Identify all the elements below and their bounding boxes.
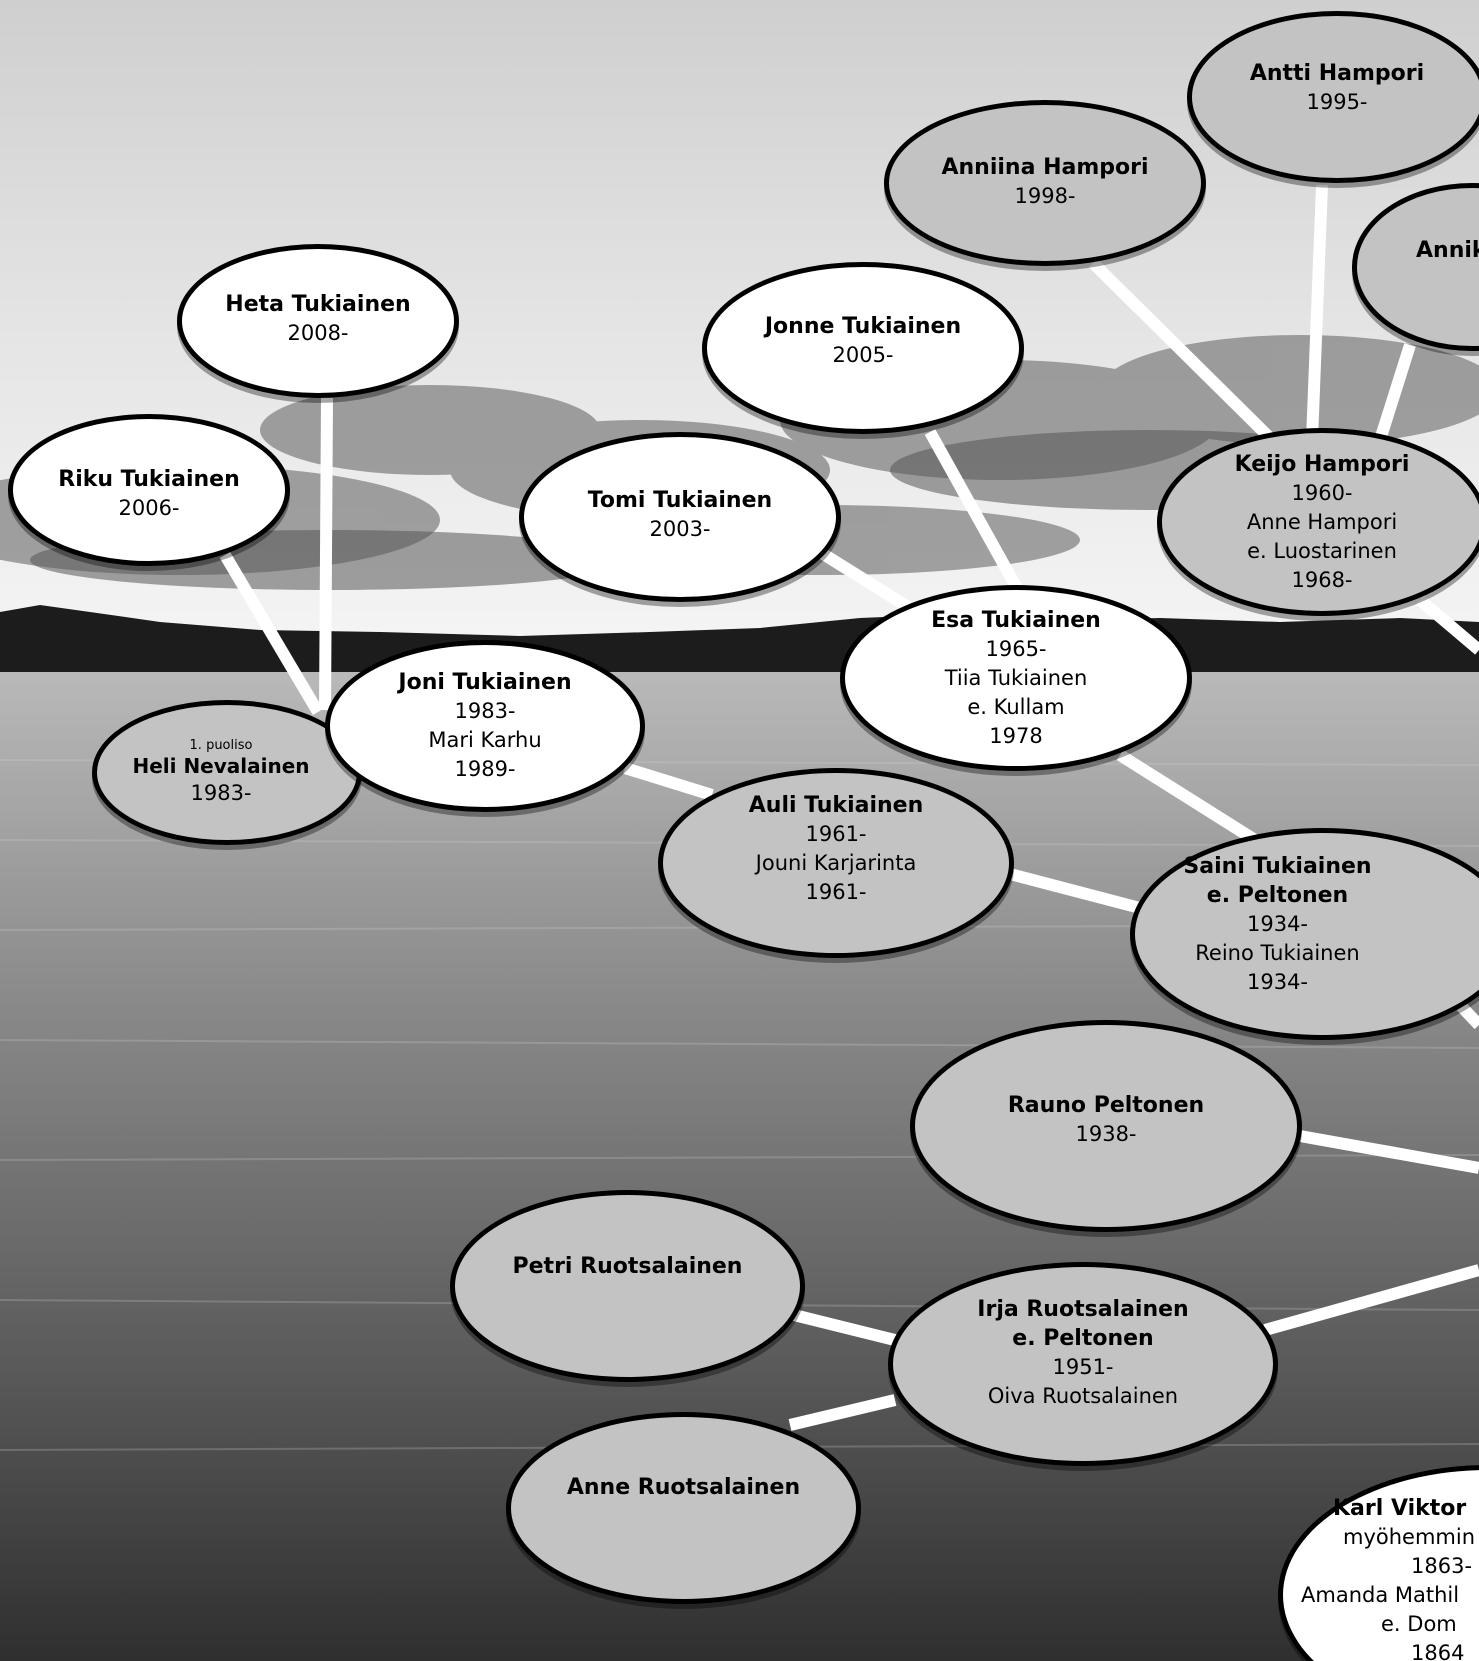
connector-lines [219, 184, 1479, 1431]
connector [1416, 595, 1479, 655]
birth-year: 1951- [1052, 1355, 1114, 1379]
person-node-esa-tukiainen[interactable]: Esa Tukiainen 1965- Tiia Tukiainen e. Ku… [840, 585, 1192, 771]
person-node-rauno-peltonen[interactable]: Rauno Peltonen 1938- [910, 1020, 1302, 1232]
spouse-maiden-name: e. Luostarinen [1247, 538, 1397, 563]
person-name: Keijo Hampori [1234, 451, 1410, 477]
person-name: Petri Ruotsalainen [512, 1254, 743, 1279]
birth-year: 1995- [1306, 90, 1368, 114]
spouse-order-note: 1. puoliso [189, 737, 253, 753]
person-name: Irja Ruotsalainen [977, 1297, 1189, 1322]
birth-year: 1998- [1014, 184, 1076, 208]
connector [319, 397, 333, 711]
birth-year: 1965- [985, 636, 1047, 661]
birth-year: 1983- [190, 780, 252, 805]
spouse-birth-year: 1989- [454, 757, 516, 781]
person-name: Joni Tukiainen [398, 670, 572, 695]
birth-year: 1960- [1291, 480, 1353, 505]
person-name: Tomi Tukiainen [587, 488, 773, 513]
spouse-name: Tiia Tukiainen [944, 665, 1088, 690]
person-node-keijo-hampori[interactable]: Keijo Hampori 1960- Anne Hampori e. Luos… [1157, 428, 1479, 616]
person-node-irja-ruotsalainen[interactable]: Irja Ruotsalainen e. Peltonen 1951- Oiva… [888, 1262, 1278, 1466]
spouse-maiden-name: e. Kullam [967, 694, 1065, 719]
maiden-name: e. Peltonen [1206, 882, 1349, 908]
person-node-antti-hampori[interactable]: Antti Hampori 1995- [1187, 11, 1479, 183]
connector [1263, 1264, 1479, 1336]
person-node-auli-tukiainen[interactable]: Auli Tukiainen 1961- Jouni Karjarinta 19… [658, 768, 1014, 958]
person-name: Esa Tukiainen [931, 607, 1101, 633]
person-node-anne-ruotsalainen[interactable]: Anne Ruotsalainen [506, 1412, 861, 1604]
name-note: myöhemmin [1343, 1525, 1476, 1549]
person-name: Karl Viktor [1333, 1496, 1467, 1521]
person-node-tomi-tukiainen[interactable]: Tomi Tukiainen 2003- [519, 432, 841, 602]
person-node-heta-tukiainen[interactable]: Heta Tukiainen 2008- [177, 244, 459, 398]
person-name: Anne Ruotsalainen [566, 1475, 801, 1500]
person-name: Jonne Tukiainen [764, 314, 962, 339]
spouse-maiden-name: e. Dom [1381, 1612, 1457, 1636]
person-node-anniina-hampori[interactable]: Anniina Hampori 1998- [884, 100, 1206, 266]
spouse-birth-year: 1968- [1291, 567, 1353, 592]
person-name: Auli Tukiainen [748, 793, 924, 818]
connector [816, 546, 912, 613]
connector [219, 551, 324, 716]
birth-year: 1863- [1411, 1554, 1473, 1578]
birth-year: 1938- [1075, 1122, 1137, 1146]
person-node-saini-tukiainen[interactable]: Saini Tukiainen e. Peltonen 1934- Reino … [1130, 828, 1479, 1040]
spouse-birth-year: 1961- [805, 880, 867, 904]
birth-year: 1934- [1246, 911, 1309, 936]
spouse-birth-year: 1978 [989, 723, 1043, 748]
person-name: Saini Tukiainen [1183, 853, 1372, 879]
person-node-riku-tukiainen[interactable]: Riku Tukiainen 2006- [8, 414, 290, 566]
spouse-name: Reino Tukiainen [1195, 940, 1360, 965]
maiden-name: e. Peltonen [1012, 1326, 1154, 1351]
connector [1374, 343, 1416, 442]
person-name: Annik [1416, 238, 1479, 263]
birth-year: 2006- [118, 496, 180, 520]
person-name: Heli Nevalainen [132, 753, 310, 778]
person-node-jonne-tukiainen[interactable]: Jonne Tukiainen 2005- [702, 262, 1024, 434]
connector [623, 762, 714, 801]
connector [1008, 868, 1142, 914]
birth-year: 2003- [649, 517, 711, 541]
connector [788, 1308, 897, 1346]
spouse-birth-year: 1864 [1411, 1641, 1465, 1661]
person-name: Riku Tukiainen [58, 467, 240, 492]
birth-year: 1961- [805, 822, 867, 846]
person-node-heli-nevalainen[interactable]: 1. puoliso Heli Nevalainen 1983- [92, 700, 362, 845]
spouse-name: Oiva Ruotsalainen [987, 1384, 1179, 1408]
person-node-joni-tukiainen[interactable]: Joni Tukiainen 1983- Mari Karhu 1989- [325, 640, 645, 812]
spouse-birth-year: 1934- [1246, 969, 1309, 994]
spouse-name: Jouni Karjarinta [755, 851, 917, 875]
birth-year: 1983- [454, 699, 516, 723]
connector [1116, 749, 1259, 846]
connector [1088, 258, 1277, 445]
connector [1298, 1130, 1479, 1174]
connector [924, 429, 1024, 593]
person-node-petri-ruotsalainen[interactable]: Petri Ruotsalainen [450, 1190, 805, 1382]
person-name: Anniina Hampori [941, 155, 1149, 180]
spouse-name: Amanda Mathil [1301, 1583, 1460, 1607]
connector [1455, 1000, 1479, 1030]
person-name: Heta Tukiainen [225, 292, 411, 317]
birth-year: 2008- [287, 321, 349, 345]
spouse-name: Anne Hampori [1246, 509, 1398, 534]
birth-year: 2005- [832, 343, 894, 367]
spouse-name: Mari Karhu [428, 728, 542, 752]
connector [788, 1394, 897, 1431]
person-name: Antti Hampori [1249, 61, 1425, 86]
person-name: Rauno Peltonen [1007, 1093, 1205, 1118]
connector [1306, 184, 1328, 441]
